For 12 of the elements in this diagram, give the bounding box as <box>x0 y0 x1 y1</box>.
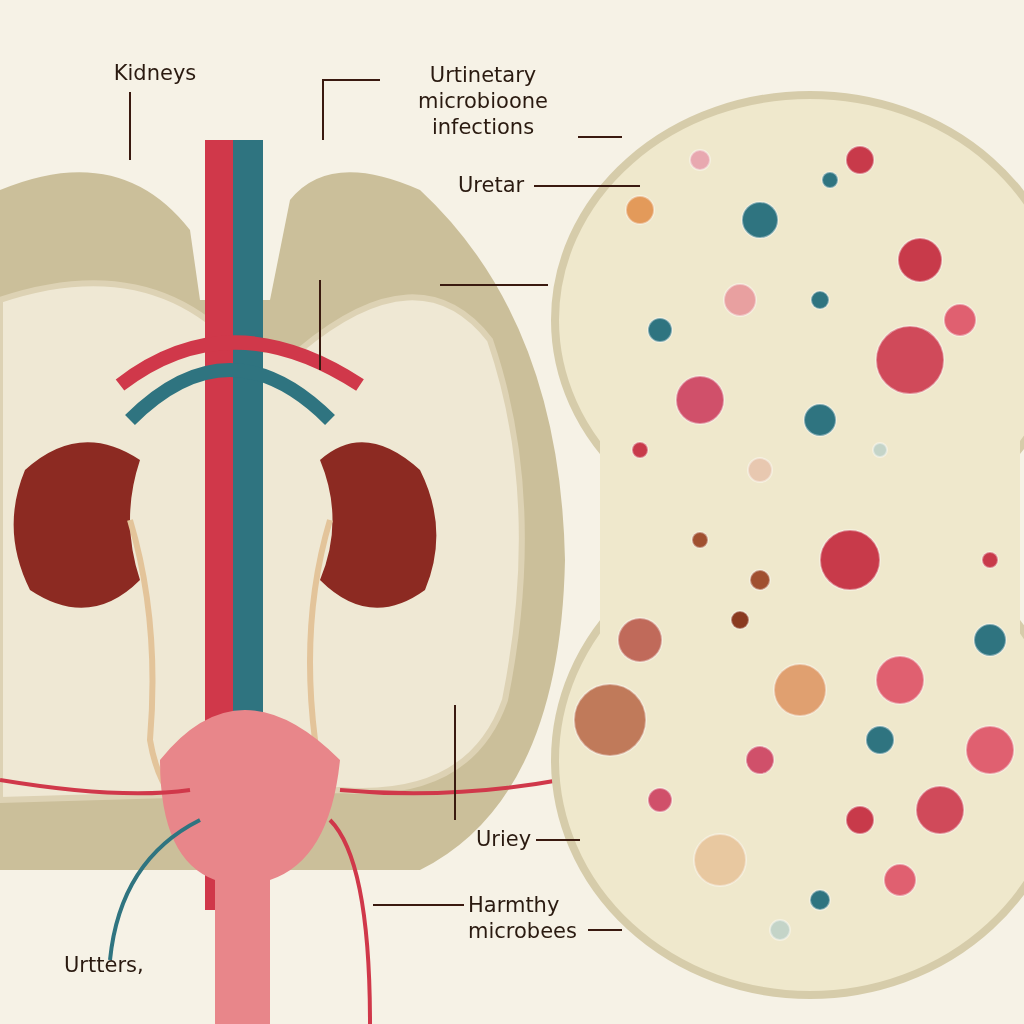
leader-line <box>372 904 465 906</box>
leader-line <box>587 929 623 931</box>
part-label: Uretar <box>458 172 538 198</box>
leader-line <box>535 839 581 841</box>
leader-line <box>322 79 381 141</box>
part-label: Urtters, <box>64 952 164 978</box>
part-label: Kidneys <box>100 60 210 86</box>
part-label: Uriey <box>476 826 540 852</box>
part-label: Urtinetary microbioone infections <box>383 62 583 140</box>
leader-line <box>533 185 641 187</box>
part-label: Harmthy microbees <box>468 892 588 944</box>
leader-line <box>129 91 131 161</box>
